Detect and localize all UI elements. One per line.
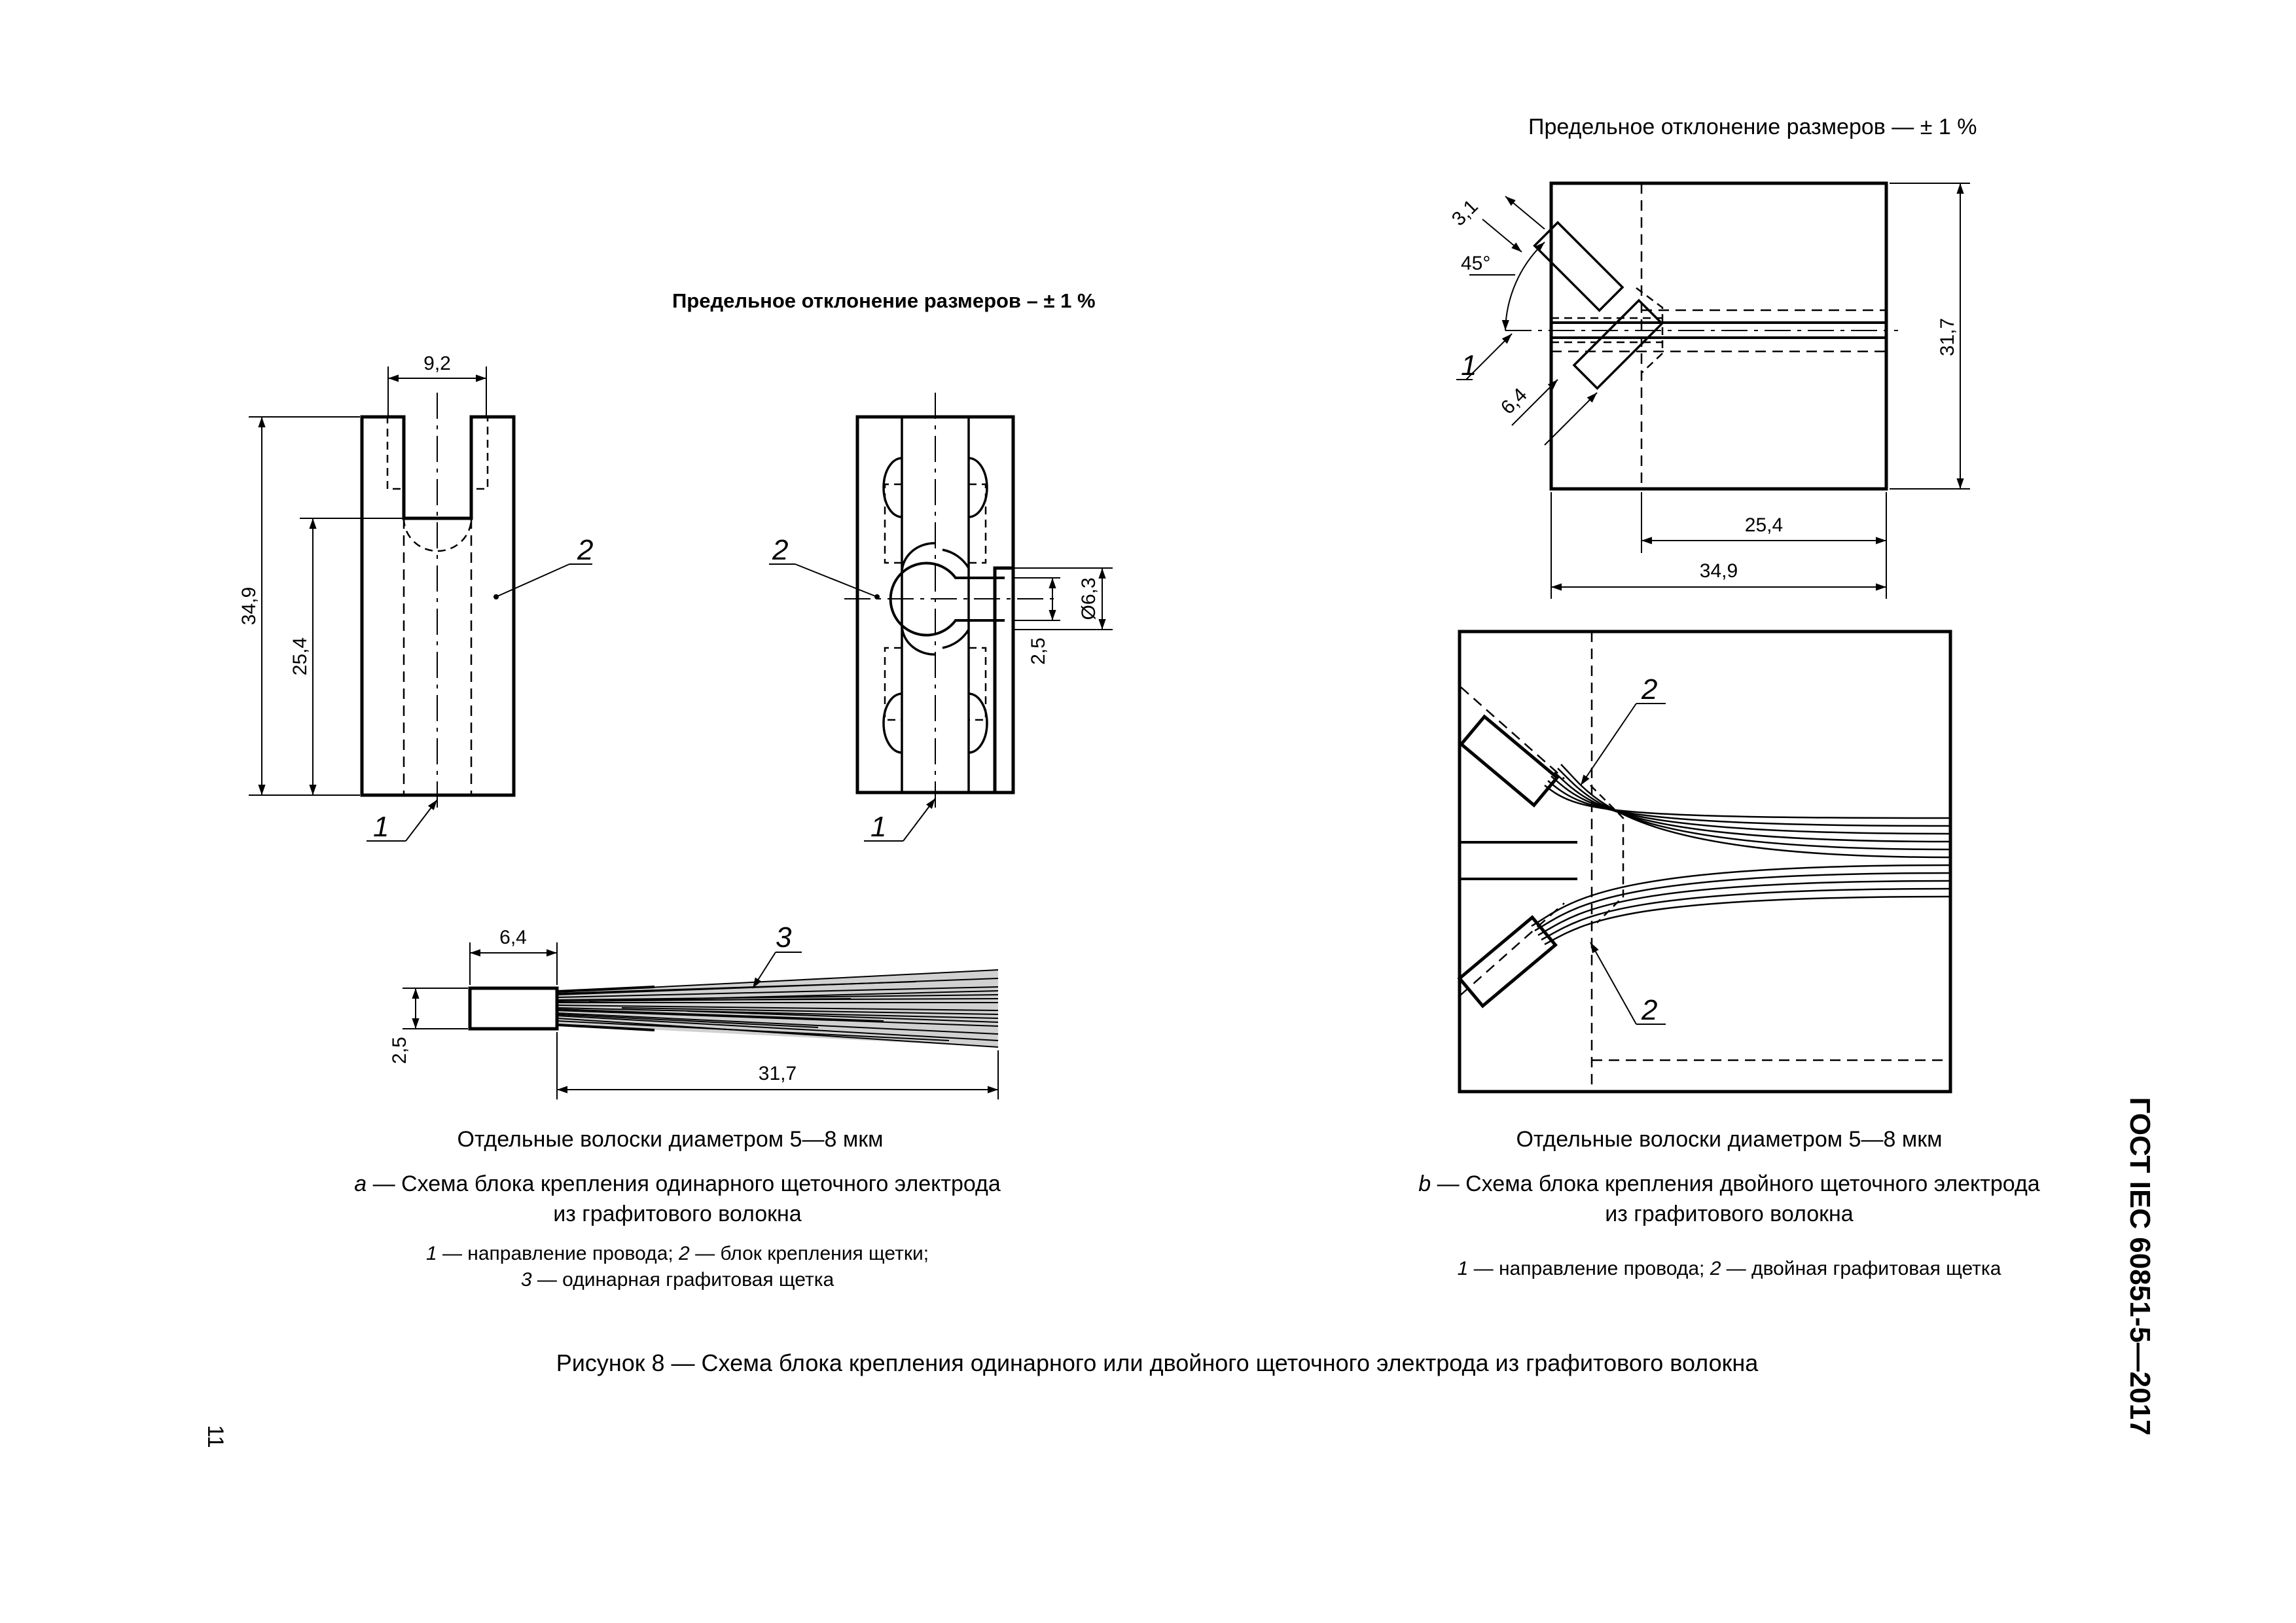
figure-title: Рисунок 8 — Схема блока крепления одинар… [556, 1349, 1759, 1376]
block-front-view: Ø6,3 2,5 2 1 [769, 393, 1113, 843]
fiber-note-b: Отдельные волоски диаметром 5—8 мкм [1516, 1127, 1943, 1152]
single-brush: 6,4 2,5 31,7 3 [389, 921, 999, 1099]
dim-b-3-1: 3,1 [1448, 196, 1482, 230]
double-brush-assembly: 2 2 [1457, 630, 1952, 1094]
figure-a: Предельное отклонение размеров – ± 1 % 9… [238, 289, 1113, 1291]
caption-b-line1: b — Схема блока крепления двойного щеточ… [1418, 1171, 2039, 1196]
caption-a-letter: а [354, 1171, 367, 1196]
caption-b-text: — Схема блока крепления двойного щеточно… [1431, 1171, 2040, 1196]
label-a-3: 3 [776, 921, 792, 954]
standard-id: ГОСТ IEC 60851-5—2017 [2124, 1097, 2156, 1435]
label-a2-2: 2 [772, 534, 788, 566]
fiber-note-a: Отдельные волоски диаметром 5—8 мкм [457, 1127, 884, 1152]
caption-b-line2: из графитового волокна [1605, 1202, 1854, 1226]
label-a2-1: 1 [870, 811, 886, 843]
caption-b-letter: b [1418, 1171, 1431, 1196]
caption-a-line1: а — Схема блока крепления одинарного щет… [354, 1171, 1001, 1196]
dim-a-25-4: 25,4 [289, 637, 311, 675]
label-b-1: 1 [1461, 349, 1477, 382]
dim-a-31-7: 31,7 [759, 1063, 797, 1084]
legend-a-line2: 3 — одинарная графитовая щетка [521, 1269, 834, 1291]
label-a-2: 2 [577, 534, 593, 566]
dim-a-2-5: 2,5 [1028, 637, 1049, 665]
dim-b-45: 45° [1461, 253, 1490, 274]
dim-a-d6-3: Ø6,3 [1078, 577, 1100, 620]
page-number: 11 [203, 1425, 228, 1448]
label-b-2-upper: 2 [1641, 673, 1657, 705]
dim-b-31-7: 31,7 [1937, 318, 1958, 356]
dim-b-25-4: 25,4 [1745, 514, 1783, 536]
figure-b: Предельное отклонение размеров — ± 1 % 3… [1418, 115, 2039, 1279]
dim-a-9-2: 9,2 [423, 353, 451, 374]
dim-a-brush-2-5: 2,5 [389, 1037, 410, 1064]
dim-a-6-4: 6,4 [499, 927, 527, 948]
dim-a-34-9: 34,9 [238, 587, 260, 625]
label-a-1: 1 [373, 811, 389, 843]
dim-b-34-9: 34,9 [1700, 560, 1738, 582]
legend-a-line1: 1 — направление провода; 2 — блок крепле… [426, 1243, 929, 1264]
legend-b: 1 — направление провода; 2 — двойная гра… [1458, 1258, 2001, 1279]
tolerance-note-a: Предельное отклонение размеров – ± 1 % [672, 289, 1096, 312]
label-b-2-lower: 2 [1641, 994, 1657, 1026]
double-block-top-view: 3,1 45° 1 6,4 31,7 25,4 34,9 [1448, 181, 1970, 599]
tolerance-note-b: Предельное отклонение размеров — ± 1 % [1528, 115, 1977, 139]
caption-a-line2: из графитового волокна [553, 1202, 802, 1226]
block-side-view: 9,2 34,9 25,4 2 1 [238, 353, 593, 843]
caption-a-text: — Схема блока крепления одинарного щеточ… [367, 1171, 1001, 1196]
dim-b-6-4: 6,4 [1497, 384, 1532, 419]
